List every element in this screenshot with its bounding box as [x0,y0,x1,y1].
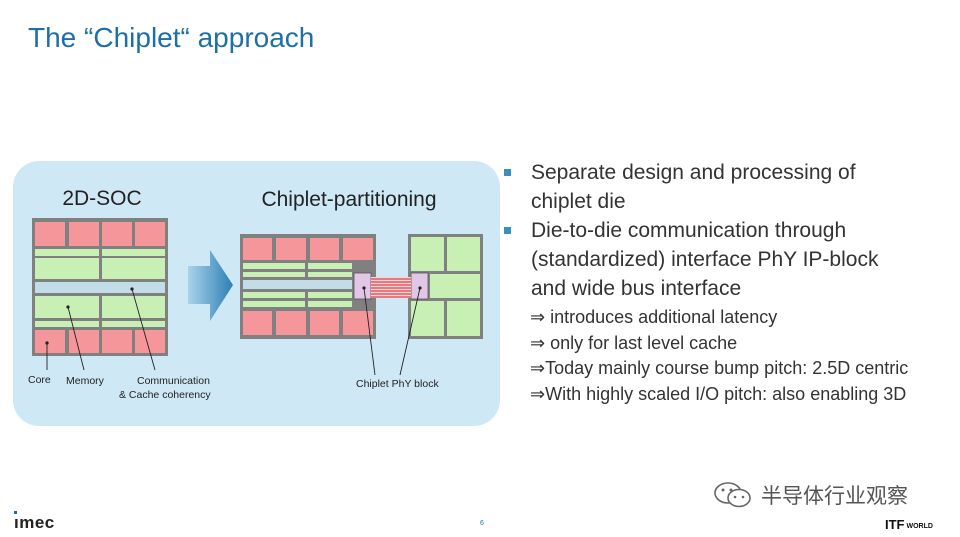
memory-pointer [67,306,85,371]
chiplet-core [310,311,339,335]
soc-memory [102,258,165,279]
chiplet-memory [447,237,480,271]
chiplet-core [243,311,272,335]
soc-memory [35,258,99,279]
imec-logo-text: ımec [14,513,55,532]
bullet-square-icon [504,227,511,234]
imec-logo: ımec [14,511,55,533]
chiplet-core [243,238,272,260]
soc-core [135,330,165,353]
watermark: 半导体行业观察 [713,480,908,510]
slide-title: The “Chiplet“ approach [28,22,315,53]
bullet-text: chiplet die [531,190,626,213]
memory-pointer-dot [66,305,70,309]
communication-pointer [131,288,156,371]
soc-core [135,222,165,246]
chiplet-memory [243,272,305,277]
phy-pointer-right [399,287,421,376]
label-core: Core [28,374,51,386]
soc-memory [102,249,165,256]
sub-bullet: ⇒ only for last level cache [530,332,738,353]
soc-core [35,222,65,246]
soc-cache [35,282,165,293]
soc-title: 2D-SOC [62,187,141,210]
phy-block-left [353,272,372,300]
chiplet-title: Chiplet-partitioning [261,188,436,211]
soc-core [69,222,99,246]
wide-bus-lines [371,278,411,298]
chiplet-core [276,311,306,335]
chiplet-memory [308,301,352,307]
soc-memory [102,296,165,318]
bullet-item: Separate design and processing of chiple… [500,158,960,216]
bullet-text: (standardized) interface PhY IP-block [531,248,879,271]
phy-pointer-left [363,287,376,376]
sub-bullet: ⇒Today mainly course bump pitch: 2.5D ce… [530,358,909,378]
bullet-text: Separate design and processing of [531,161,856,184]
chiplet-cache [243,280,352,289]
bullet-list: Separate design and processing of chiple… [500,158,960,407]
chiplet-memory [308,292,352,298]
itf-logo-world: WORLD [906,523,933,530]
chiplet-memory [411,237,444,271]
bullet-text: and wide bus interface [531,277,742,300]
label-phy: Chiplet PhY block [356,378,439,390]
chiplet-memory [430,274,480,298]
core-pointer-dot [45,341,49,345]
soc-core [69,330,99,353]
chiplet-core [343,238,373,260]
arrow-icon [188,250,233,321]
itf-logo-text: ITF [885,517,905,532]
label-memory: Memory [66,375,105,387]
bullet-square-icon [504,169,511,176]
bullet-text: Die-to-die communication through [531,219,847,242]
soc-memory [35,249,99,256]
logo-dot [14,511,17,514]
chiplet-memory [308,263,352,269]
sub-bullet: ⇒With highly scaled I/O pitch: also enab… [530,383,907,404]
phy-block-right [410,272,429,300]
soc-core [102,330,132,353]
label-cache-coherency: & Cache coherency [119,389,211,401]
wechat-icon [714,482,751,508]
soc-memory [102,321,165,327]
phy-pointer-dot [418,286,422,290]
label-communication: Communication [137,375,210,387]
bullet-item: Die-to-die communication through (standa… [500,216,960,303]
watermark-text: 半导体行业观察 [761,485,908,508]
page-number: 6 [480,520,484,527]
communication-pointer-dot [130,287,134,291]
chiplet-memory [447,301,480,336]
chiplet-memory [308,272,352,277]
chiplet-memory [243,301,305,307]
sub-bullet-list: ⇒ introduces additional latency ⇒ only f… [500,305,960,407]
soc-core [102,222,132,246]
chiplet-memory [243,263,305,269]
chiplet-memory [411,301,444,336]
chiplet-core [310,238,339,260]
sub-bullet: ⇒ introduces additional latency [530,307,778,327]
chiplet-core [276,238,306,260]
soc-core [35,330,65,353]
phy-pointer-dot [362,286,366,290]
chiplet-memory [243,292,305,298]
soc-memory [35,321,99,327]
